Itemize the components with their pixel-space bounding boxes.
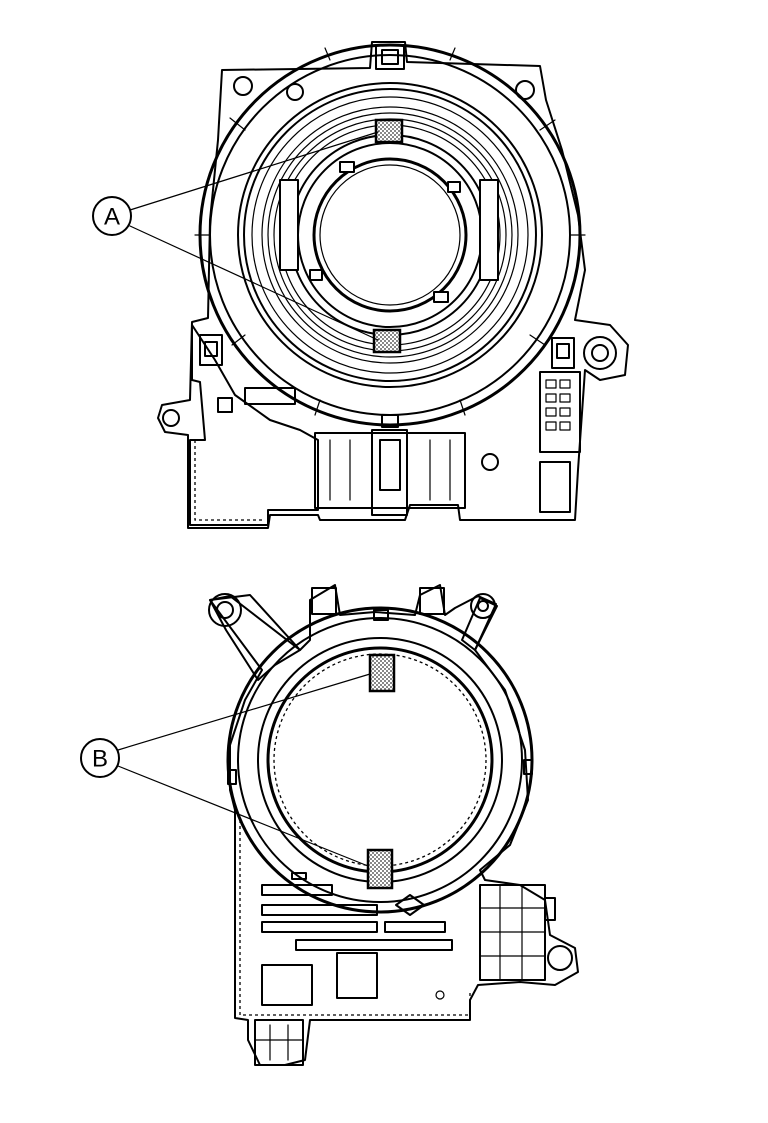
callout-a-label: A	[104, 204, 120, 231]
bottom-diamond-mark	[395, 894, 425, 916]
callout-a: A	[92, 131, 379, 341]
top-outer-ring	[198, 43, 582, 427]
bottom-foot-tab	[254, 1019, 304, 1066]
callout-b-label: B	[92, 746, 108, 773]
connector-b-upper	[368, 653, 396, 693]
top-right-hole	[515, 80, 535, 100]
callout-a-leader-upper	[129, 131, 379, 211]
top-right-mount-ear	[583, 336, 617, 370]
callout-b: B	[80, 673, 371, 867]
top-view: A	[92, 41, 629, 529]
connector-b-lower	[366, 848, 394, 890]
bottom-view: B	[80, 584, 579, 1066]
bottom-left-arm-hole	[208, 593, 242, 627]
top-lower-assembly	[199, 334, 499, 516]
bottom-right-arm-hole	[470, 593, 496, 619]
top-left-hole	[233, 76, 253, 96]
top-housing-outline	[157, 41, 629, 529]
bottom-left-arm	[209, 595, 301, 681]
top-left-mount-hole	[162, 409, 180, 427]
top-clip	[375, 44, 405, 70]
callout-b-circle	[80, 738, 120, 778]
bottom-housing-outline	[209, 584, 579, 1066]
callout-b-leader-upper	[117, 673, 371, 751]
top-center-bore	[312, 157, 468, 313]
connector-a-upper	[374, 118, 404, 144]
callout-a-circle	[92, 196, 132, 236]
bottom-lower-plate	[239, 820, 471, 1016]
bottom-right-arm	[461, 597, 498, 651]
top-rotor-tabs	[279, 161, 499, 303]
connector-a-lower	[372, 328, 402, 354]
callout-b-leader-lower	[117, 765, 369, 867]
bottom-right-bracket	[479, 884, 573, 981]
callout-a-leader-lower	[129, 225, 379, 341]
top-ring-segments	[194, 47, 586, 416]
top-right-connector	[539, 337, 581, 513]
